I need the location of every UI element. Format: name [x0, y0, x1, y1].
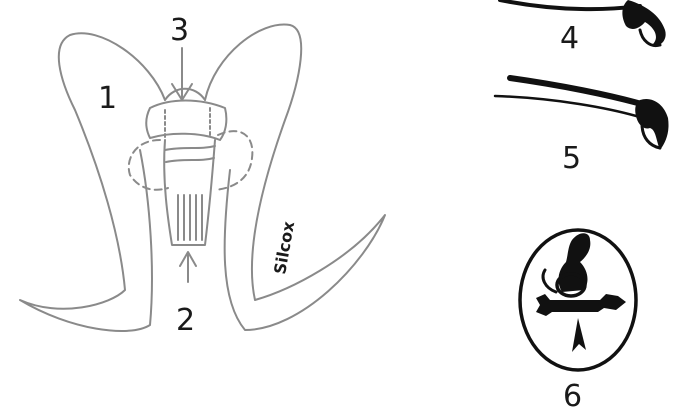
label-2: 2: [176, 303, 195, 338]
cross-section-figure-6: [520, 230, 636, 370]
label-5: 5: [562, 141, 581, 176]
upper-band: [146, 101, 226, 141]
arrow-down-icon: [172, 48, 192, 100]
label-6: 6: [563, 379, 582, 414]
arrow-up-icon: [180, 252, 196, 282]
label-3: 3: [170, 13, 189, 48]
neck-fringe: [178, 195, 202, 240]
hook-figure-5: [495, 78, 669, 150]
artist-signature: Silcox: [270, 219, 298, 275]
label-4: 4: [560, 21, 579, 56]
lyre-outline: [20, 25, 385, 331]
hook-figure-4: [500, 0, 666, 46]
label-1: 1: [98, 81, 117, 116]
